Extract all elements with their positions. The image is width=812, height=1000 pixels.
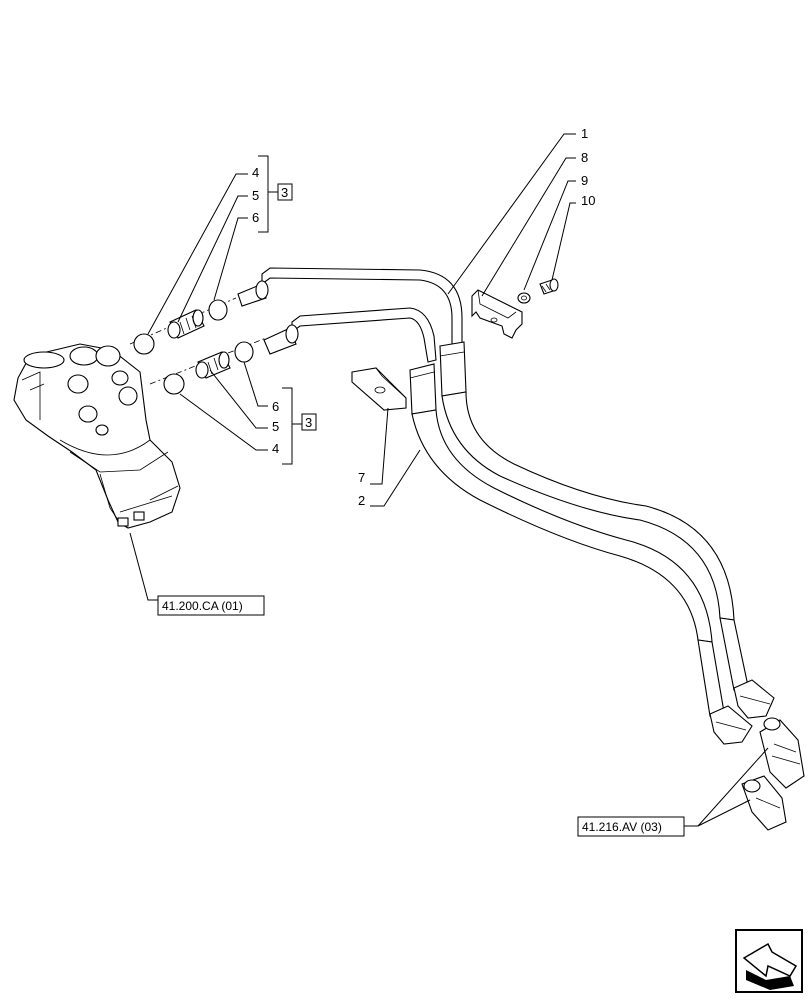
- callout-4-bottom[interactable]: 4: [272, 441, 279, 456]
- washer: [517, 292, 531, 304]
- steering-unit: [13, 343, 181, 529]
- callout-3-bottom[interactable]: 3: [305, 415, 312, 430]
- callout-8[interactable]: 8: [581, 150, 588, 165]
- callout-box-3-bottom[interactable]: [301, 413, 317, 431]
- callout-6-top[interactable]: 6: [252, 210, 259, 225]
- callout-9[interactable]: 9: [581, 173, 588, 188]
- reference-box-cylinder[interactable]: [577, 816, 685, 837]
- reference-cylinder[interactable]: 41.216.AV (03): [582, 820, 662, 834]
- callout-3-top[interactable]: 3: [281, 185, 288, 200]
- callout-6-bottom[interactable]: 6: [272, 399, 279, 414]
- callout-4-top[interactable]: 4: [252, 165, 259, 180]
- callout-5-top[interactable]: 5: [252, 188, 259, 203]
- next-page-arrow-icon[interactable]: [735, 929, 803, 993]
- callout-10[interactable]: 10: [581, 193, 595, 208]
- rigid-pipes: [237, 267, 463, 363]
- reference-box-steering-unit[interactable]: [157, 595, 265, 616]
- callout-1[interactable]: 1: [581, 126, 588, 141]
- rubber-pad: [351, 367, 407, 411]
- cylinder-fittings: [741, 717, 805, 831]
- callout-5-bottom[interactable]: 5: [272, 419, 279, 434]
- clamp-bracket: [471, 289, 523, 339]
- callout-7[interactable]: 7: [358, 470, 365, 485]
- reference-steering-unit[interactable]: 41.200.CA (01): [162, 599, 243, 613]
- callout-2[interactable]: 2: [358, 493, 365, 508]
- callout-box-3-top[interactable]: [277, 183, 293, 201]
- flexible-hoses: [409, 341, 775, 745]
- screw: [539, 278, 559, 295]
- fitting-group: [129, 297, 267, 395]
